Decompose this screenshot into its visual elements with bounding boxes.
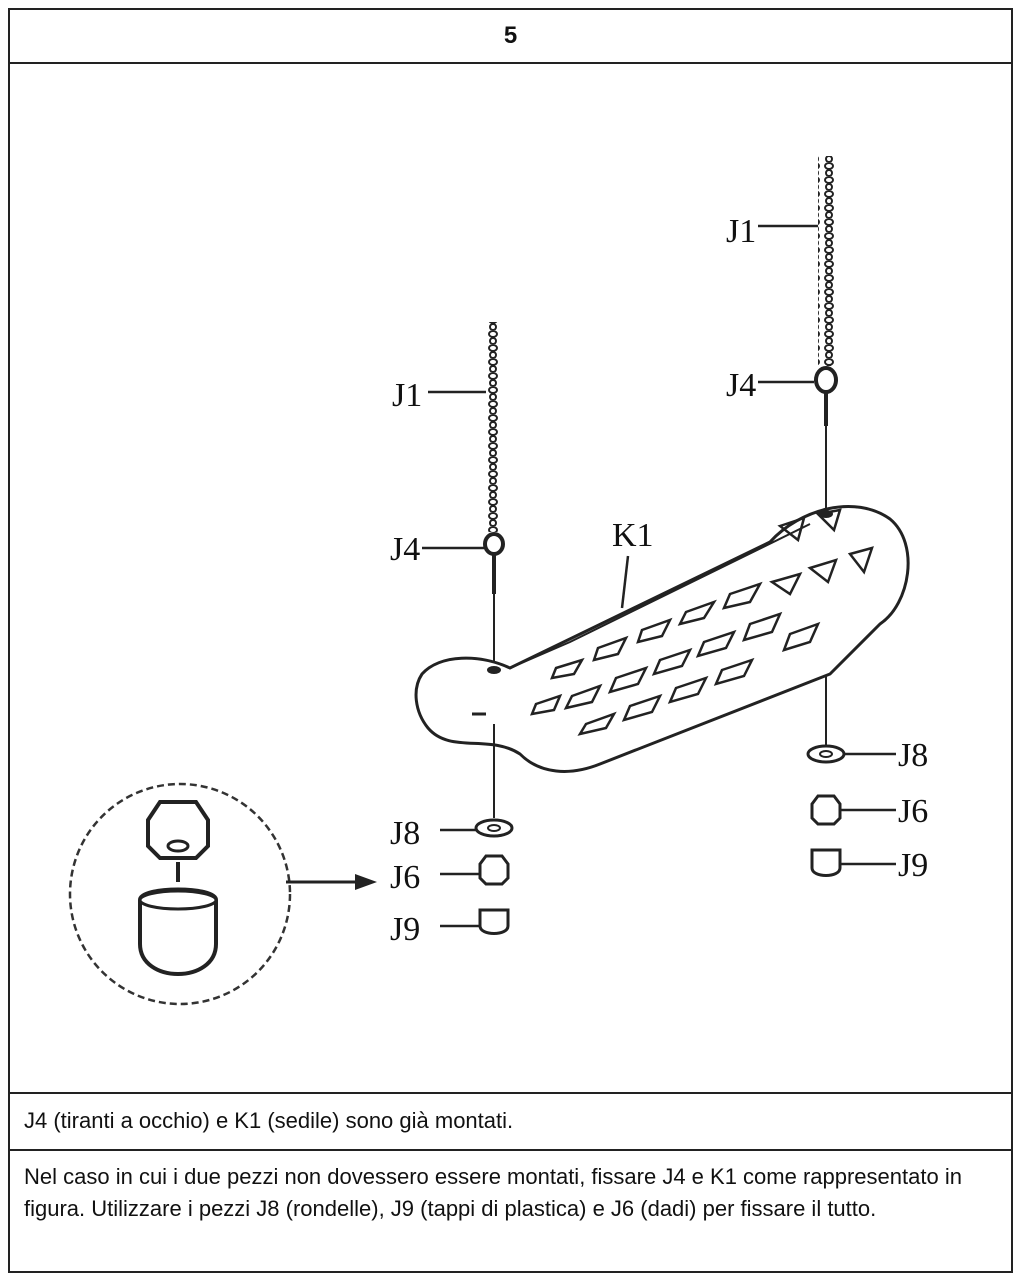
chain-right xyxy=(814,156,838,512)
label-j6-right: J6 xyxy=(898,793,928,830)
seat-k1 xyxy=(414,505,910,773)
step-number: 5 xyxy=(10,10,1011,64)
chain-left xyxy=(483,322,505,668)
label-j1-right: J1 xyxy=(726,213,756,250)
assembly-note: J4 (tiranti a occhio) e K1 (sedile) sono… xyxy=(10,1094,1011,1151)
swing-assembly-diagram: J1 J4 J1 J4 K1 J8 J6 J9 J8 J6 J9 xyxy=(68,156,928,1006)
label-k1: K1 xyxy=(612,517,654,554)
assembly-figure: J1 J4 J1 J4 K1 J8 J6 J9 J8 J6 J9 xyxy=(10,64,1011,1094)
label-j6-left: J6 xyxy=(390,859,420,896)
label-j4-right: J4 xyxy=(726,367,756,404)
label-j1-left: J1 xyxy=(392,377,422,414)
assembly-description: Nel caso in cui i due pezzi non dovesser… xyxy=(24,1164,962,1221)
label-j9-left: J9 xyxy=(390,911,420,948)
hardware-left xyxy=(474,818,514,935)
label-j8-right: J8 xyxy=(898,737,928,774)
label-j9-right: J9 xyxy=(898,847,928,884)
label-j8-left: J8 xyxy=(390,815,420,852)
hardware-right xyxy=(806,744,846,877)
detail-circle xyxy=(68,782,292,1006)
arrow-icon xyxy=(286,874,377,890)
instruction-panel: 5 xyxy=(8,8,1013,1273)
leader-lines xyxy=(422,224,896,928)
label-j4-left: J4 xyxy=(390,531,420,568)
